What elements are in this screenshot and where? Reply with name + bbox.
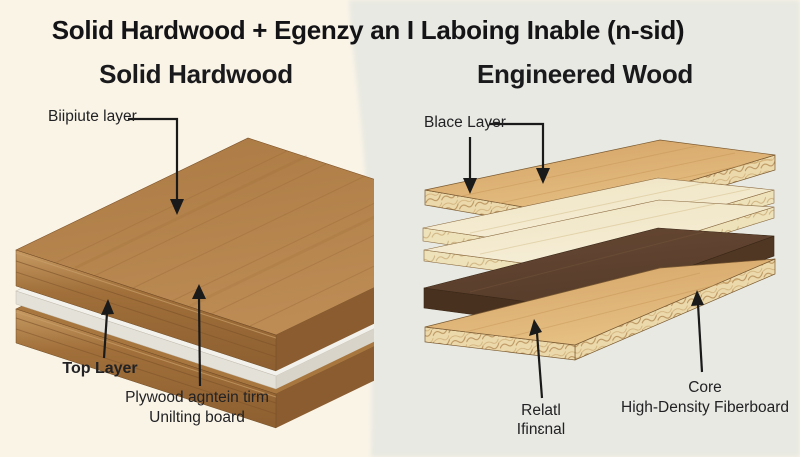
biipiute-arrowhead	[170, 199, 184, 215]
left-heading: Solid Hardwood	[99, 59, 293, 89]
annotation-arrows	[102, 117, 704, 399]
label-relatl: Relatl Ifinɛnal	[481, 401, 601, 439]
core-arrowhead	[691, 290, 704, 306]
relatl-arrowhead	[529, 319, 542, 336]
label-core: Core High-Density Fiberboard	[585, 378, 800, 418]
page-title: Solid Hardwood + Egenzy an I Laboing Ina…	[51, 15, 685, 45]
label-blace-layer: Blace Layer	[424, 114, 506, 131]
label-top-layer: Top Layer	[62, 360, 138, 377]
label-relatl-line2: Ifinɛnal	[516, 421, 566, 438]
core-arrow-line	[696, 303, 704, 373]
plywood-arrow-line	[197, 296, 202, 387]
label-core-line1: Core	[688, 379, 722, 396]
label-biipiute-layer: Biipiute layer	[48, 108, 137, 125]
label-plywood-line1: Plywood agntein tirm	[125, 389, 269, 406]
label-plywood-line2: Unilting board	[149, 409, 245, 426]
relatl-arrow-line	[535, 332, 544, 399]
label-core-line2: High-Density Fiberboard	[621, 399, 789, 416]
label-plywood-underlay: Plywood agntein tirm Unilting board	[97, 388, 297, 428]
label-relatl-line1: Relatl	[521, 402, 561, 419]
top-layer-arrowhead	[101, 299, 114, 315]
top-hardwood-plank	[15, 137, 374, 372]
right-heading: Engineered Wood	[476, 59, 694, 89]
biipiute-layer-connector	[128, 117, 179, 201]
blace-layer-connector	[489, 122, 545, 170]
top-layer-arrow-line	[102, 312, 109, 359]
plywood-arrowhead	[192, 284, 206, 299]
arrowheads	[101, 168, 704, 336]
blace-surface-arrowhead	[536, 168, 550, 184]
blace-edge-arrowhead	[463, 178, 477, 194]
solid-hardwood-stack	[15, 137, 374, 429]
